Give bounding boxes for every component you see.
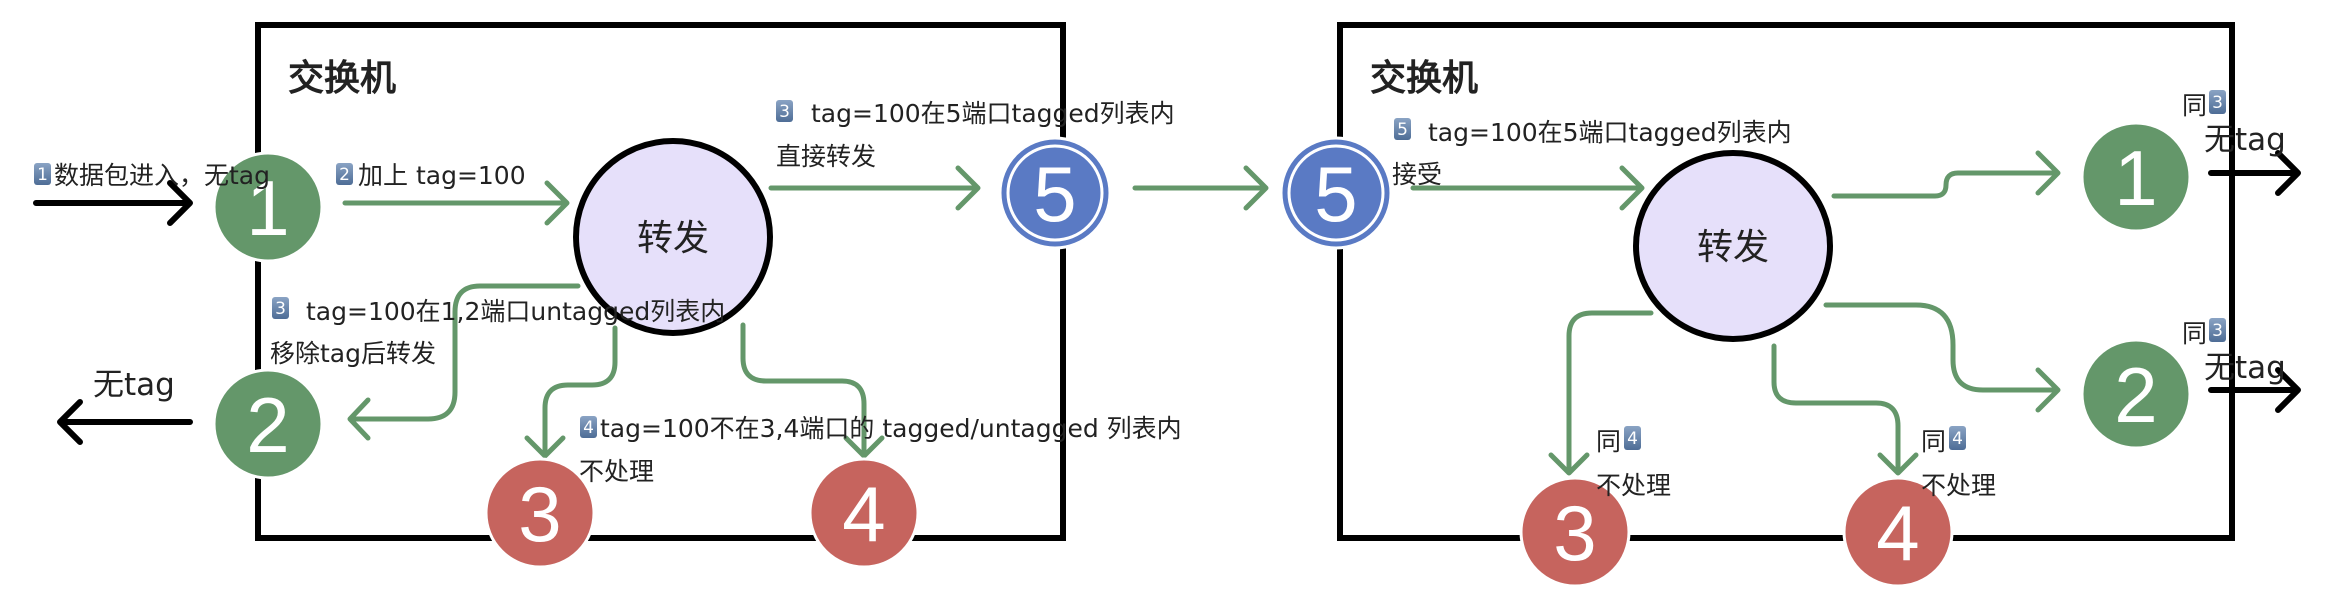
svg-text:tag=100在5端口tagged列表内: tag=100在5端口tagged列表内: [811, 99, 1175, 128]
arrow-forward-to-port3: [1548, 310, 1654, 476]
port-5: 5: [1279, 136, 1393, 250]
port-4: 4: [1842, 476, 1954, 588]
svg-text:同: 同: [1921, 427, 1946, 456]
step3a-note: 3 tag=100在5端口tagged列表内 直接转发: [776, 99, 1175, 171]
svg-text:1: 1: [2114, 134, 2157, 222]
svg-text:2: 2: [339, 165, 350, 185]
svg-text:3: 3: [2212, 321, 2223, 341]
port1-note: 同 3 无tag: [2182, 90, 2286, 158]
arrow-forward-to-port5: [768, 165, 981, 211]
svg-text:不处理: 不处理: [579, 457, 654, 486]
port3-note: 同 4 不处理: [1596, 426, 1671, 500]
step1-note: 1 数据包进入，无tag: [34, 161, 270, 190]
arrow-forward-to-port4: [740, 322, 885, 459]
arrow-port5-to-forward: [1410, 165, 1645, 211]
svg-text:直接转发: 直接转发: [776, 142, 876, 171]
step2-note: 2 加上 tag=100: [336, 161, 526, 190]
untagged-out-label: 无tag: [93, 367, 175, 403]
left-switch: 交换机 转发 1 2 3 4 5 1 数据包进入，无tag 2 加上 tag=1…: [33, 22, 1269, 569]
port2-note: 同 3 无tag: [2182, 318, 2286, 386]
svg-text:数据包进入，无tag: 数据包进入，无tag: [54, 161, 270, 190]
step4-note: 4 tag=100不在3,4端口的 tagged/untagged 列表内 不处…: [579, 414, 1182, 486]
keycap-4-icon: [580, 416, 597, 438]
keycap-3-icon: [272, 297, 289, 319]
switch-title: 交换机: [288, 57, 396, 99]
svg-text:5: 5: [1397, 120, 1408, 140]
right-switch: 交换机 转发 5 1 2 3 4 5 tag=100在5端口tagged列表内 …: [1279, 22, 2301, 588]
forward-node: [1633, 150, 1833, 342]
keycap-1-icon: [34, 163, 51, 185]
forward-node: [573, 138, 773, 336]
svg-text:加上 tag=100: 加上 tag=100: [358, 161, 526, 190]
arrow-forward-to-port2: [1823, 302, 2061, 413]
keycap-4-icon: [1949, 426, 1966, 450]
keycap-3-icon: [2209, 90, 2226, 114]
svg-text:无tag: 无tag: [2204, 350, 2286, 386]
arrow-forward-to-port4: [1771, 343, 1919, 476]
svg-text:3: 3: [779, 102, 790, 122]
port-2: 2: [2080, 338, 2192, 450]
forward-label: 转发: [637, 218, 709, 259]
svg-text:不处理: 不处理: [1921, 471, 1996, 500]
arrow-forward-to-port3: [524, 325, 618, 459]
incoming-arrow: [33, 180, 193, 226]
svg-text:不处理: 不处理: [1596, 471, 1671, 500]
svg-text:4: 4: [1627, 429, 1638, 449]
svg-text:4: 4: [583, 418, 594, 438]
svg-text:无tag: 无tag: [2204, 122, 2286, 158]
svg-text:同: 同: [2182, 91, 2207, 120]
svg-text:同: 同: [1596, 427, 1621, 456]
svg-text:3: 3: [275, 299, 286, 319]
arrow-link-between-switches: [1132, 165, 1269, 211]
port-3: 3: [1519, 476, 1631, 588]
svg-text:tag=100不在3,4端口的 tagged/untagge: tag=100不在3,4端口的 tagged/untagged 列表内: [600, 414, 1182, 443]
svg-text:接受: 接受: [1392, 160, 1442, 189]
switch-title: 交换机: [1370, 57, 1478, 99]
port-1: 1: [2080, 121, 2192, 233]
switch-frame: [1337, 22, 2235, 541]
svg-text:4: 4: [1876, 489, 1919, 577]
port-5: 5: [998, 136, 1112, 250]
keycap-3-icon: [2209, 318, 2226, 342]
svg-text:同: 同: [2182, 319, 2207, 348]
arrow-forward-to-port1: [1831, 150, 2061, 199]
outgoing-arrow-port2: [2208, 367, 2301, 413]
keycap-3-icon: [776, 100, 793, 122]
port4-note: 同 4 不处理: [1921, 426, 1996, 500]
keycap-2-icon: [336, 163, 353, 185]
svg-text:5: 5: [1314, 150, 1357, 238]
port-3: 3: [484, 457, 596, 569]
port-2: 2: [212, 368, 324, 480]
outgoing-arrow: [57, 399, 193, 445]
arrow-forward-to-port2: [347, 283, 581, 441]
svg-text:tag=100在1,2端口untagged列表内: tag=100在1,2端口untagged列表内: [306, 297, 725, 326]
arrow-port1-to-forward: [342, 180, 570, 226]
svg-text:2: 2: [2114, 351, 2157, 439]
svg-text:5: 5: [1033, 150, 1076, 238]
svg-text:1: 1: [246, 164, 289, 252]
svg-text:3: 3: [1553, 489, 1596, 577]
keycap-4-icon: [1624, 426, 1641, 450]
step5-note: 5 tag=100在5端口tagged列表内 接受: [1392, 118, 1792, 189]
step3b-note: 3 tag=100在1,2端口untagged列表内 移除tag后转发: [270, 297, 725, 368]
switch-frame: [255, 22, 1066, 541]
keycap-5-icon: [1394, 118, 1411, 140]
svg-text:3: 3: [518, 470, 561, 558]
port-4: 4: [808, 457, 920, 569]
svg-text:2: 2: [246, 381, 289, 469]
svg-text:tag=100在5端口tagged列表内: tag=100在5端口tagged列表内: [1428, 118, 1792, 147]
svg-text:4: 4: [842, 470, 885, 558]
port-1: 1: [212, 151, 324, 263]
outgoing-arrow-port1: [2208, 150, 2301, 196]
svg-text:4: 4: [1952, 429, 1963, 449]
forward-label: 转发: [1697, 227, 1769, 268]
svg-text:1: 1: [37, 165, 48, 185]
svg-text:3: 3: [2212, 93, 2223, 113]
svg-text:移除tag后转发: 移除tag后转发: [270, 339, 436, 368]
